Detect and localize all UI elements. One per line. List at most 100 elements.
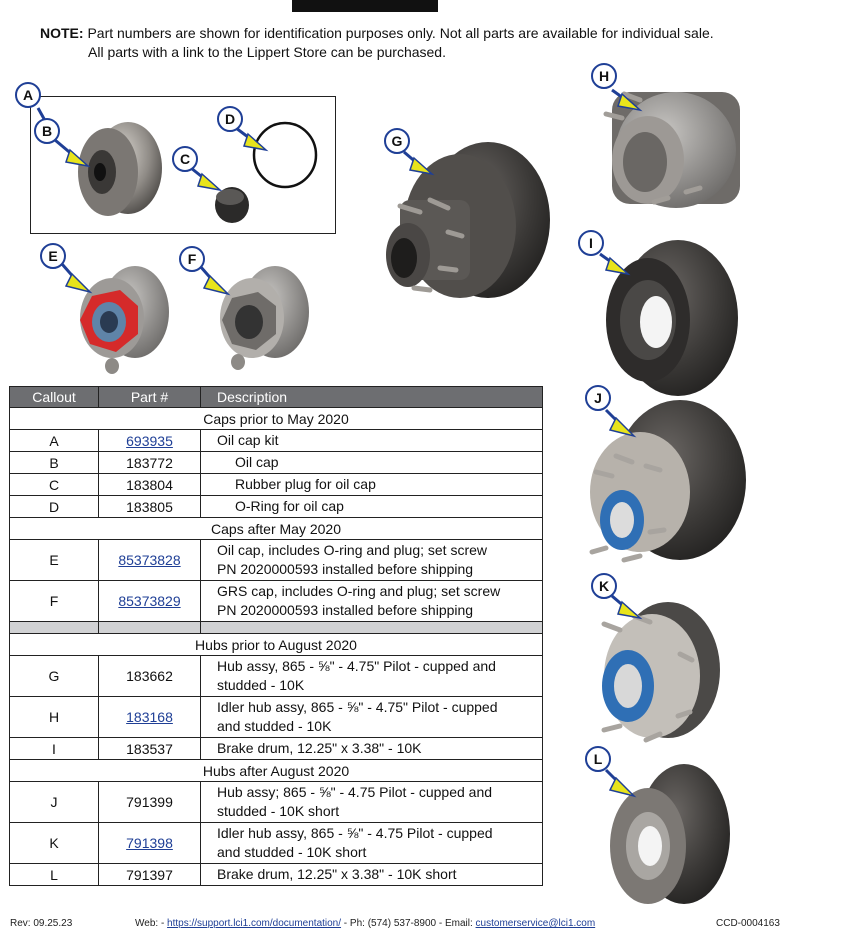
arrow-l	[604, 768, 637, 798]
part-link-183168[interactable]: 183168	[126, 709, 173, 725]
row-part: 183805	[98, 495, 201, 518]
footer-rev: Rev: 09.25.23	[10, 918, 73, 929]
row-callout: I	[9, 737, 99, 760]
section-caps-after: Caps after May 2020	[9, 517, 543, 540]
footer-phone: - Ph: (574) 537-8900 - Email:	[341, 918, 476, 929]
row-callout: L	[9, 863, 99, 886]
table-row: D 183805 O-Ring for oil cap	[9, 495, 543, 518]
row-callout: A	[9, 429, 99, 452]
note-line1: Part numbers are shown for identificatio…	[87, 25, 714, 41]
row-part: 183804	[98, 473, 201, 496]
footer-contact: Web: - https://support.lci1.com/document…	[135, 918, 595, 929]
arrow-h	[611, 88, 643, 112]
spacer-row	[9, 621, 543, 634]
table-row: I 183537 Brake drum, 12.25" x 3.38" - 10…	[9, 737, 543, 760]
section-hubs-after: Hubs after August 2020	[9, 759, 543, 782]
row-callout: C	[9, 473, 99, 496]
table-row: J 791399 Hub assy; 865 - ⅝" - 4.75 Pilot…	[9, 781, 543, 823]
note-line2: All parts with a link to the Lippert Sto…	[88, 44, 446, 60]
table-row: H 183168 Idler hub assy, 865 - ⅝" - 4.75…	[9, 696, 543, 738]
footer-web-label: Web: -	[135, 918, 168, 929]
oil-cap-e-image	[80, 266, 169, 374]
table-header-row: Callout Part # Description	[9, 386, 543, 408]
part-link-693935[interactable]: 693935	[126, 432, 173, 449]
row-description-line1: Idler hub assy, 865 - ⅝" - 4.75" Pilot -…	[217, 699, 498, 715]
callout-k: K	[591, 573, 617, 599]
row-description-line1: Hub assy, 865 - ⅝" - 4.75" Pilot - cuppe…	[217, 658, 496, 674]
row-callout: G	[9, 655, 99, 697]
hub-assy-j-image	[589, 400, 746, 563]
footer-web-link[interactable]: https://support.lci1.com/documentation/	[167, 918, 342, 929]
row-part: 183662	[98, 655, 201, 697]
part-link-791398[interactable]: 791398	[126, 835, 173, 851]
table-row: E 85373828 Oil cap, includes O-ring and …	[9, 539, 543, 581]
row-part: 791399	[98, 781, 201, 823]
oil-cap-b-image	[78, 122, 162, 216]
row-description: Oil cap kit	[200, 429, 543, 452]
note: NOTE: Part numbers are shown for identif…	[40, 24, 714, 62]
row-description-line1: Idler hub assy, 865 - ⅝" - 4.75 Pilot - …	[217, 825, 493, 841]
row-description: Oil cap	[200, 451, 543, 474]
arrow-d	[235, 126, 269, 152]
arrow-b	[54, 138, 91, 168]
row-callout: B	[9, 451, 99, 474]
part-link-85373828[interactable]: 85373828	[118, 552, 181, 568]
row-callout: E	[9, 539, 99, 581]
callout-b: B	[34, 118, 60, 144]
row-callout: D	[9, 495, 99, 518]
arrow-f	[198, 265, 231, 296]
row-part: 183772	[98, 451, 201, 474]
row-description-line2: PN 2020000593 installed before shipping	[217, 602, 474, 618]
header-description: Description	[200, 386, 543, 408]
top-bar	[292, 0, 438, 12]
row-description: Rubber plug for oil cap	[200, 473, 543, 496]
row-callout: H	[9, 696, 99, 738]
hub-assy-g-image	[386, 142, 550, 298]
row-description-line2: studded - 10K short	[217, 803, 340, 819]
part-link-85373829[interactable]: 85373829	[118, 593, 181, 609]
parts-table: Callout Part # Description Caps prior to…	[9, 386, 543, 886]
table-row: F 85373829 GRS cap, includes O-ring and …	[9, 580, 543, 622]
table-row: K 791398 Idler hub assy, 865 - ⅝" - 4.75…	[9, 822, 543, 864]
row-description-line2: PN 2020000593 installed before shipping	[217, 561, 474, 577]
arrow-g	[403, 150, 435, 176]
arrow-k	[611, 594, 643, 620]
row-description-line1: Oil cap, includes O-ring and plug; set s…	[217, 542, 488, 558]
arrow-i	[599, 252, 631, 276]
table-row: L 791397 Brake drum, 12.25" x 3.38" - 10…	[9, 863, 543, 886]
callout-c: C	[172, 146, 198, 172]
callout-g: G	[384, 128, 410, 154]
header-callout: Callout	[9, 386, 99, 408]
callout-j: J	[585, 385, 611, 411]
callout-h: H	[591, 63, 617, 89]
row-description-line2: and studded - 10K short	[217, 844, 367, 860]
callout-arrows	[36, 88, 643, 798]
idler-hub-h-image	[603, 91, 740, 208]
table-row: G 183662 Hub assy, 865 - ⅝" - 4.75" Pilo…	[9, 655, 543, 697]
brake-drum-l-image	[610, 764, 730, 904]
note-label: NOTE:	[40, 25, 84, 41]
row-description: O-Ring for oil cap	[200, 495, 543, 518]
section-hubs-prior: Hubs prior to August 2020	[9, 633, 543, 656]
footer-email-link[interactable]: customerservice@lci1.com	[475, 918, 596, 929]
oil-cap-kit-box	[30, 96, 336, 234]
section-caps-prior: Caps prior to May 2020	[9, 407, 543, 430]
row-description: Brake drum, 12.25" x 3.38" - 10K short	[200, 863, 543, 886]
brake-drum-i-image	[606, 240, 738, 396]
grs-cap-image	[220, 266, 309, 370]
row-description: Brake drum, 12.25" x 3.38" - 10K	[200, 737, 543, 760]
callout-f: F	[179, 246, 205, 272]
table-row: C 183804 Rubber plug for oil cap	[9, 473, 543, 496]
footer-doc-id: CCD-0004163	[716, 918, 780, 929]
row-description-line1: Hub assy; 865 - ⅝" - 4.75 Pilot - cupped…	[217, 784, 493, 800]
table-row: B 183772 Oil cap	[9, 451, 543, 474]
row-callout: K	[9, 822, 99, 864]
callout-a: A	[15, 82, 41, 108]
row-callout: F	[9, 580, 99, 622]
idler-hub-k-image	[601, 602, 720, 743]
row-description-line1: GRS cap, includes O-ring and plug; set s…	[217, 583, 501, 599]
arrow-c	[190, 166, 223, 192]
row-description-line2: studded - 10K	[217, 677, 305, 693]
arrow-j	[604, 408, 637, 438]
